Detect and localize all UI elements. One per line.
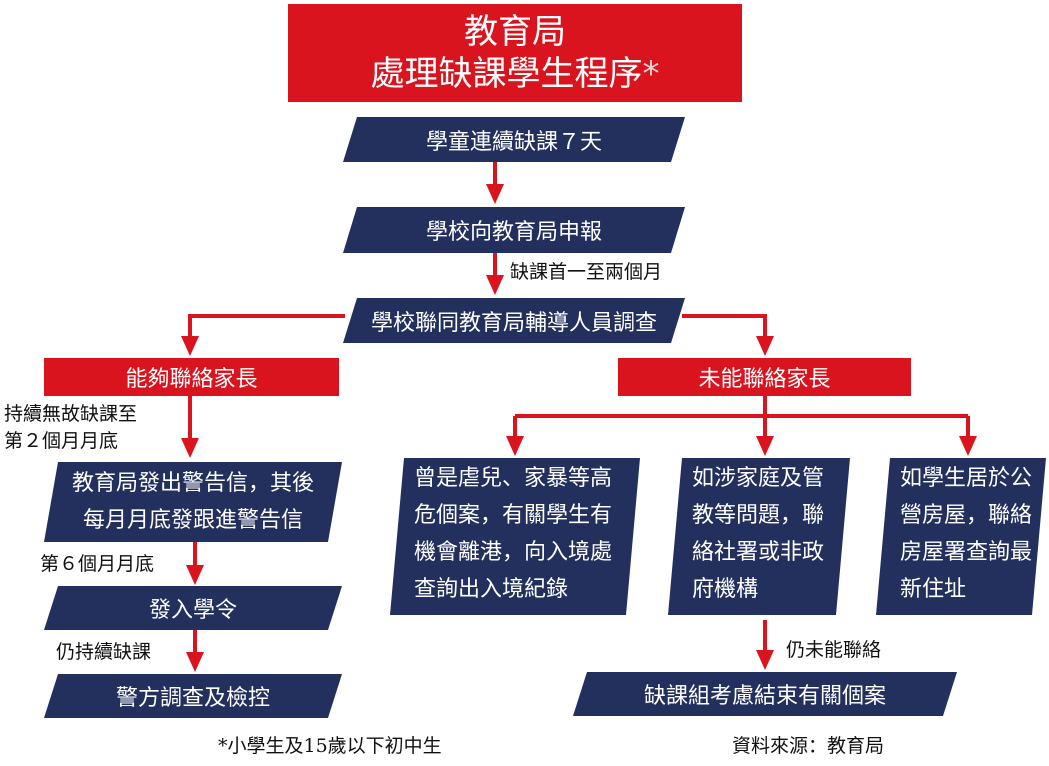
step-joint-investigation: 學校聯同教育局輔導人員調查 bbox=[343, 298, 685, 343]
abuse-line-2: 危個案，有關學生有 bbox=[414, 503, 613, 528]
page-title: 教育局 處理缺課學生程序* bbox=[288, 4, 742, 102]
step-police-action: 警方調查及檢控 bbox=[44, 674, 342, 718]
title-line-2: 處理缺課學生程序* bbox=[371, 53, 660, 95]
family-line-4: 府機構 bbox=[692, 577, 759, 602]
family-line-3: 絡社署或非政 bbox=[692, 540, 825, 565]
branch-parent-contacted: 能夠聯絡家長 bbox=[44, 358, 339, 396]
abuse-line-1: 曾是虐兒、家暴等高 bbox=[414, 466, 613, 491]
step-absent-7-days: 學童連續缺課７天 bbox=[343, 117, 685, 162]
label-first-months: 缺課首一至兩個月 bbox=[510, 261, 663, 283]
step-close-case: 缺課組考慮結束有關個案 bbox=[573, 672, 957, 716]
step-public-housing: 如學生居於公 營房屋，聯絡 房屋署查詢最 新住址 bbox=[876, 458, 1046, 615]
label-persistent-absence: 持續無故缺課至 第２個月月底 bbox=[4, 401, 137, 455]
label-still-absent: 仍持續缺課 bbox=[56, 641, 152, 663]
label-still-unreached: 仍未能聯絡 bbox=[786, 639, 882, 661]
warning-line-2: 每月月底發跟進警告信 bbox=[82, 508, 303, 533]
label-persistent-line-2: 第２個月月底 bbox=[4, 430, 119, 452]
title-asterisk: * bbox=[642, 54, 660, 94]
step-family-social-welfare: 如涉家庭及管 教等問題，聯 絡社署或非政 府機構 bbox=[668, 458, 850, 615]
abuse-line-4: 查詢出入境紀錄 bbox=[414, 577, 569, 602]
step-school-report: 學校向教育局申報 bbox=[343, 207, 685, 253]
title-text: 處理缺課學生程序 bbox=[370, 54, 643, 94]
footnote: *小學生及15歲以下初中生 bbox=[218, 735, 442, 757]
family-line-2: 教等問題，聯 bbox=[692, 503, 825, 528]
housing-line-2: 營房屋，聯絡 bbox=[900, 503, 1033, 528]
abuse-line-3: 機會離港，向入境處 bbox=[414, 540, 613, 565]
source-credit: 資料來源：教育局 bbox=[732, 735, 885, 757]
housing-line-3: 房屋署查詢最 bbox=[900, 540, 1033, 565]
family-line-1: 如涉家庭及管 bbox=[692, 466, 825, 491]
warning-line-1: 教育局發出警告信，其後 bbox=[71, 471, 314, 496]
title-line-1: 教育局 bbox=[464, 12, 566, 52]
housing-line-4: 新住址 bbox=[900, 577, 967, 602]
branch-parent-not-contacted: 未能聯絡家長 bbox=[618, 358, 911, 396]
label-persistent-line-1: 持續無故缺課至 bbox=[4, 403, 138, 425]
step-high-risk-immigration: 曾是虐兒、家暴等高 危個案，有關學生有 機會離港，向入境處 查詢出入境紀錄 bbox=[390, 458, 640, 615]
label-month-6: 第６個月月底 bbox=[40, 553, 155, 575]
housing-line-1: 如學生居於公 bbox=[900, 466, 1033, 491]
step-attendance-order: 發入學令 bbox=[44, 586, 342, 630]
step-warning-letters: 教育局發出警告信，其後 每月月底發跟進警告信 bbox=[44, 462, 342, 542]
